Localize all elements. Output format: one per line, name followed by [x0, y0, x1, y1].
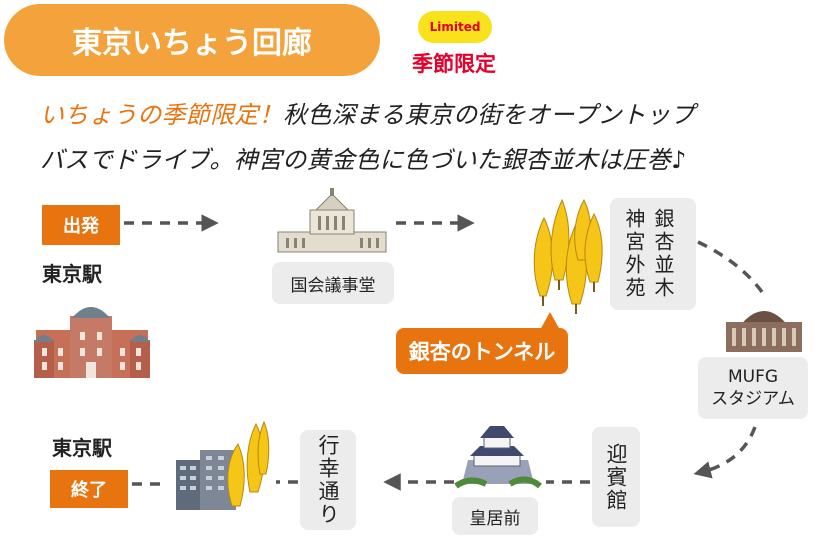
stop-jingu-gaien: 神宮外苑 銀杏並木 [610, 198, 696, 310]
office-buildings-and-ginkgo-icon [176, 420, 270, 510]
description-line-1: いちょうの季節限定！秋色深まる東京の街をオープントップ [40, 95, 695, 130]
stop-jingu-label-2: 銀杏並木 [651, 208, 675, 300]
route-curve-geihinkan [693, 426, 757, 479]
end-tag: 終了 [50, 470, 128, 508]
tunnel-callout-tail [540, 312, 560, 330]
stop-stadium-line-1: MUFG [727, 367, 779, 387]
stop-gyoko-dori: 行幸通り [300, 430, 356, 530]
end-station-label: 東京駅 [52, 436, 112, 460]
imperial-palace-icon [454, 426, 542, 489]
stop-kokkai: 国会議事堂 [272, 262, 394, 304]
tokyo-station-building-icon [34, 307, 150, 378]
page-title: 東京いちょう回廊 [4, 4, 380, 76]
start-station-label: 東京駅 [42, 262, 102, 286]
ginkgo-trees-icon [533, 198, 603, 314]
stop-geihinkan-label: 迎賓館 [604, 442, 628, 512]
stadium-icon [726, 311, 802, 352]
national-diet-building-icon [277, 188, 387, 253]
route-curve-stadium [697, 240, 764, 294]
description-line-1-text: 秋色深まる東京の街をオープントップ [283, 101, 695, 129]
stop-kokyo-mae: 皇居前 [452, 497, 538, 535]
description-line-2: バスでドライブ。神宮の黄金色に色づいた銀杏並木は圧巻♪ [40, 146, 687, 174]
stop-gyoko-label: 行幸通り [316, 434, 340, 526]
stop-mufg-stadium: MUFG スタジアム [698, 357, 808, 419]
stop-geihinkan: 迎賓館 [592, 427, 640, 527]
stop-jingu-label-1: 神宮外苑 [622, 208, 646, 300]
limited-badge: Limited [418, 11, 492, 43]
stop-stadium-line-2: スタジアム [711, 389, 795, 409]
season-limited-label: 季節限定 [412, 52, 496, 76]
start-tag: 出発 [42, 205, 120, 245]
ginkgo-tunnel-callout: 銀杏のトンネル [396, 328, 568, 374]
description-highlight: いちょうの季節限定！ [40, 101, 283, 129]
